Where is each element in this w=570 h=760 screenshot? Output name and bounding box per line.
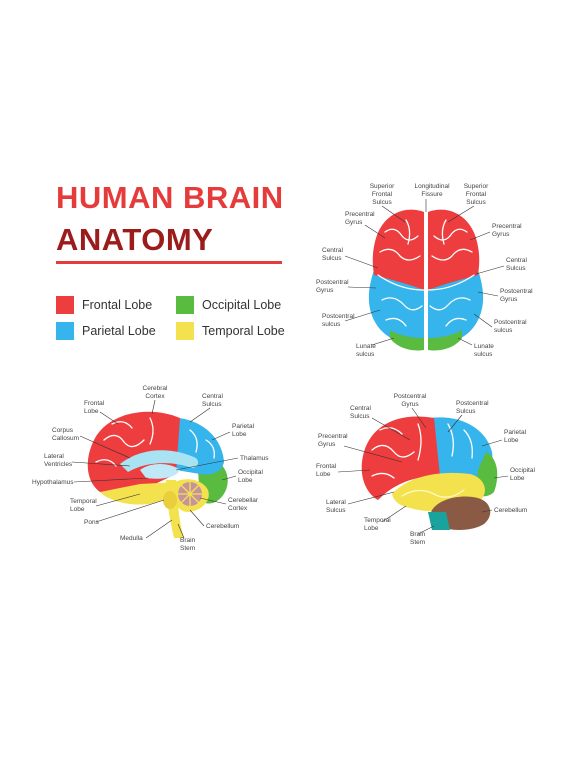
- sag-label-hypothalamus: Hypothalamus: [32, 479, 74, 486]
- legend-swatch-temporal: [176, 322, 194, 340]
- legend-swatch-occipital: [176, 296, 194, 314]
- legend-label-parietal: Parietal Lobe: [82, 324, 156, 338]
- top-left-occipital: [390, 330, 424, 351]
- sag-corpus-callosum: [120, 450, 199, 472]
- sag-label-thalamus: Thalamus: [240, 455, 269, 462]
- lat-brain-stem: [428, 512, 450, 530]
- lat-parietal: [430, 417, 493, 478]
- legend-item-occipital: Occipital Lobe: [176, 296, 281, 314]
- lateral-leader-lines: [337, 407, 509, 535]
- sag-parietal: [176, 418, 224, 475]
- legend-label-occipital: Occipital Lobe: [202, 298, 282, 312]
- top-right-frontal: [428, 209, 480, 290]
- legend-item-parietal: Parietal Lobe: [56, 322, 156, 340]
- legend-label-temporal: Temporal Lobe: [202, 324, 285, 338]
- title-divider: [56, 261, 282, 264]
- sagittal-leader-lines: [71, 399, 239, 539]
- top-view-leader-lines: [344, 199, 505, 346]
- legend-item-frontal: Frontal Lobe: [56, 296, 152, 314]
- sagittal-brain: [87, 411, 228, 538]
- legend-item-temporal: Temporal Lobe: [176, 322, 285, 340]
- sag-label-medulla: Medulla: [120, 535, 143, 542]
- top-view-brain: [368, 209, 484, 352]
- sag-pons: [163, 491, 177, 509]
- legend-swatch-parietal: [56, 322, 74, 340]
- top-right-occipital: [428, 330, 462, 351]
- legend-label-frontal: Frontal Lobe: [82, 298, 153, 312]
- lat-label-cerebellum: Cerebellum: [494, 507, 527, 514]
- title-line-2: ANATOMY: [56, 222, 214, 257]
- lateral-brain: [361, 416, 498, 530]
- sag-label-cerebellum: Cerebellum: [206, 523, 239, 530]
- sag-label-pons: Pons: [84, 519, 100, 526]
- sag-thalamus: [140, 464, 180, 479]
- title-line-1: HUMAN BRAIN: [56, 180, 284, 215]
- top-left-frontal: [372, 209, 424, 290]
- sag-temporal: [100, 482, 178, 505]
- legend-swatch-frontal: [56, 296, 74, 314]
